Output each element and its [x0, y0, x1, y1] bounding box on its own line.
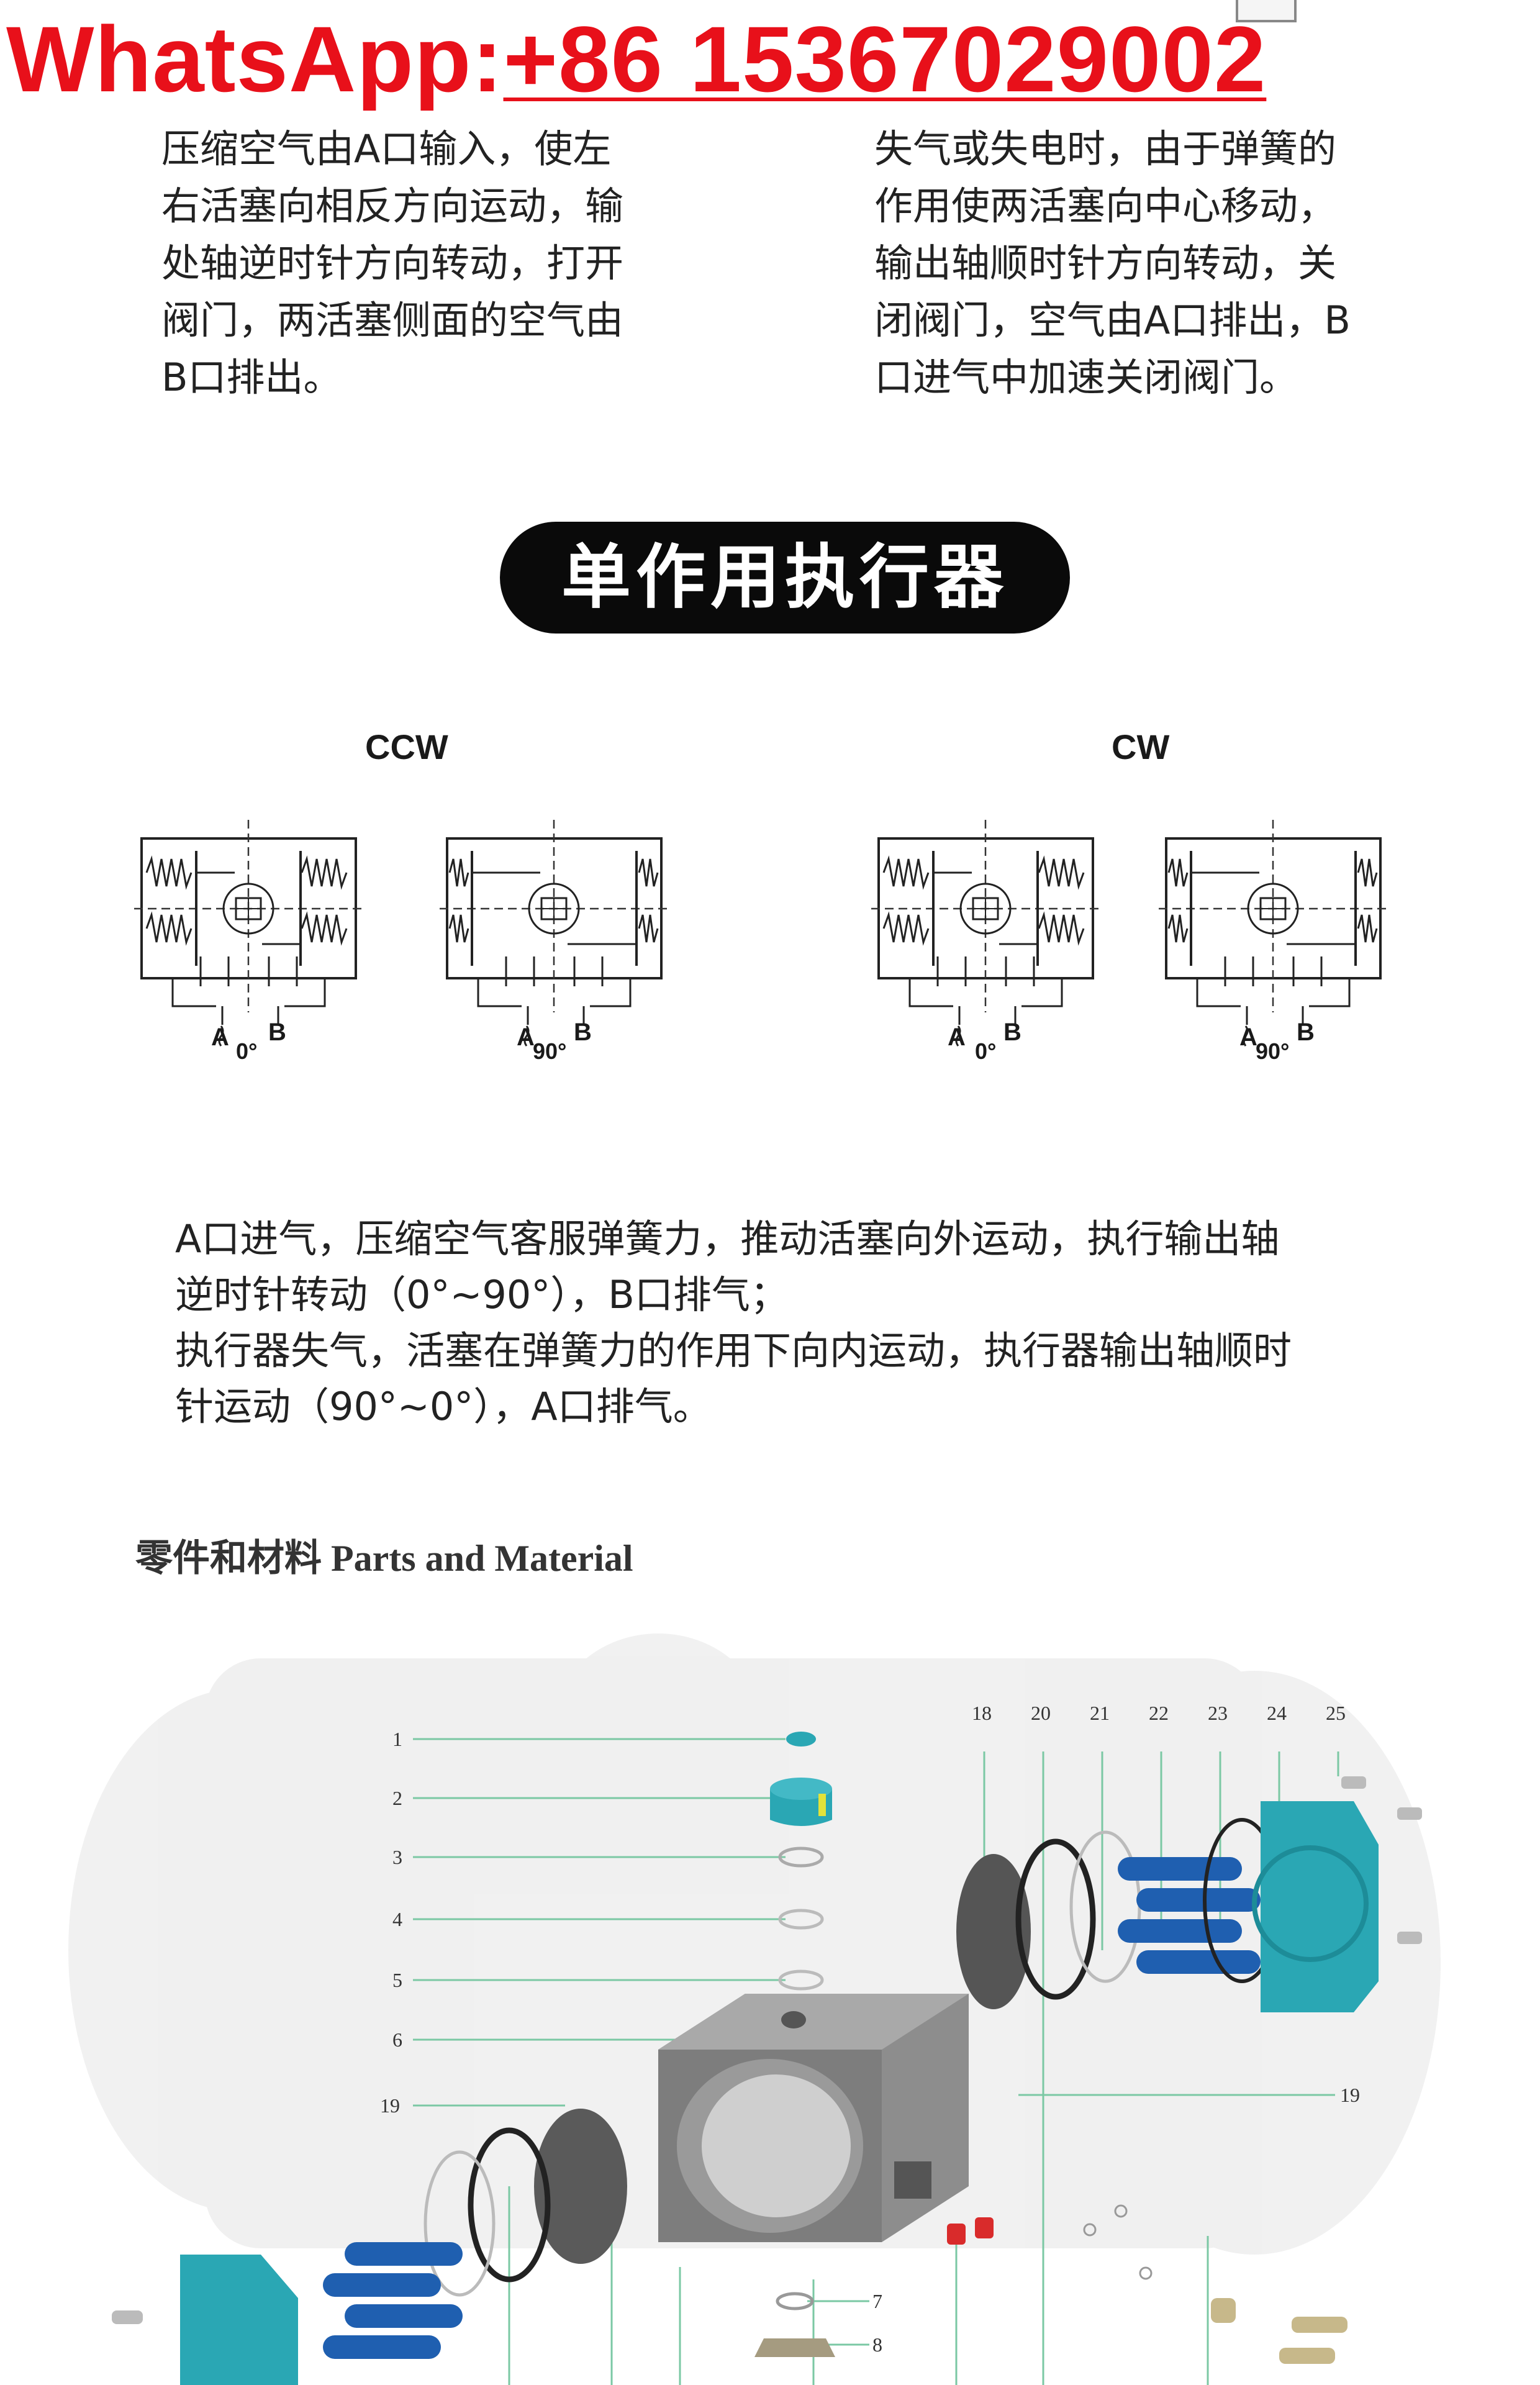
port-a-label: A: [948, 1024, 966, 1051]
whatsapp-contact[interactable]: WhatsApp:+86 15367029002: [6, 12, 1266, 106]
ccw-label: CCW: [365, 727, 448, 766]
port-b-label: B: [1297, 1019, 1315, 1046]
text-line: 失气或失电时，由于弹簧的: [874, 126, 1337, 171]
whatsapp-number-link[interactable]: +86 15367029002: [503, 7, 1267, 111]
part-number: 20: [1031, 1702, 1051, 1724]
part-number: 23: [1208, 1702, 1228, 1724]
angle-label: 0°: [236, 1038, 258, 1064]
cw-90-schematic: [1157, 819, 1389, 1047]
ccw-90-schematic: [438, 819, 670, 1047]
double-acting-left-text: 压缩空气由A口输入，使左 右活塞向相反方向运动，输 处轴逆时针方向转动，打开 阀…: [161, 120, 720, 406]
part-number: 4: [392, 1908, 402, 1930]
part-number: 8: [872, 2333, 882, 2356]
text-line: B口排出。: [161, 355, 342, 400]
actuator-schematics: [133, 819, 1389, 1047]
text-line: 作用使两活塞向中心移动，: [874, 183, 1337, 229]
text-line: 处轴逆时针方向转动，打开: [161, 240, 624, 286]
port-b-label: B: [268, 1019, 286, 1046]
cw-label: CW: [1112, 727, 1170, 766]
port-b-label: B: [1003, 1019, 1021, 1046]
port-b-label: B: [574, 1019, 592, 1046]
ccw-0-schematic: [133, 819, 365, 1047]
part-number: 1: [392, 1728, 402, 1750]
text-line: 输出轴顺时针方向转动，关: [874, 240, 1337, 286]
port-a-label: A: [211, 1024, 229, 1051]
part-number: 24: [1267, 1702, 1287, 1724]
actuator-body: [658, 1994, 969, 2242]
single-acting-title: 单作用执行器: [500, 522, 1070, 634]
text-line: 阀门，两活塞侧面的空气由: [161, 298, 624, 343]
port-a-label: A: [1239, 1024, 1257, 1051]
text-line: 右活塞向相反方向运动，输: [161, 183, 624, 229]
part-number: 18: [972, 1702, 992, 1724]
right-spring-pack: [1118, 1857, 1261, 1974]
angle-label: 90°: [533, 1038, 567, 1064]
port-a-label: A: [517, 1024, 535, 1051]
text-line: 执行器失气，活塞在弹簧力的作用下向内运动，执行器输出轴顺时: [175, 1328, 1292, 1373]
part-number: 5: [392, 1969, 402, 1991]
angle-label: 90°: [1256, 1038, 1290, 1064]
whatsapp-prefix: WhatsApp:: [6, 7, 504, 111]
cw-0-schematic: [870, 819, 1102, 1047]
double-acting-right-text: 失气或失电时，由于弹簧的 作用使两活塞向中心移动， 输出轴顺时针方向转动，关 闭…: [874, 120, 1433, 406]
text-line: 针运动（90°~0°），A口排气。: [175, 1384, 712, 1429]
top-edge-mark: [1236, 0, 1297, 22]
text-line: 闭阀门，空气由A口排出，B: [874, 298, 1351, 343]
text-line: 逆时针转动（0°~90°），B口排气；: [175, 1272, 789, 1317]
left-spring-pack: [323, 2242, 463, 2359]
part-number: 6: [392, 2028, 402, 2051]
exploded-parts-view: [68, 1633, 1441, 2385]
part-number: 2: [392, 1787, 402, 1809]
parts-title: 零件和材料 Parts and Material: [135, 1538, 633, 1579]
part-number: 7: [872, 2290, 882, 2312]
part-number: 25: [1326, 1702, 1346, 1724]
text-line: 压缩空气由A口输入，使左: [161, 126, 612, 171]
part-number: 22: [1149, 1702, 1169, 1724]
part-number: 19: [1340, 2084, 1360, 2106]
part-number: 19: [380, 2094, 400, 2117]
single-acting-description: A口进气，压缩空气客服弹簧力，推动活塞向外运动，执行输出轴 逆时针转动（0°~9…: [175, 1211, 1417, 1435]
text-line: 口进气中加速关闭阀门。: [874, 355, 1298, 400]
part-number: 3: [392, 1846, 402, 1868]
text-line: A口进气，压缩空气客服弹簧力，推动活塞向外运动，执行输出轴: [175, 1216, 1280, 1261]
angle-label: 0°: [975, 1038, 997, 1064]
part-number: 21: [1090, 1702, 1110, 1724]
